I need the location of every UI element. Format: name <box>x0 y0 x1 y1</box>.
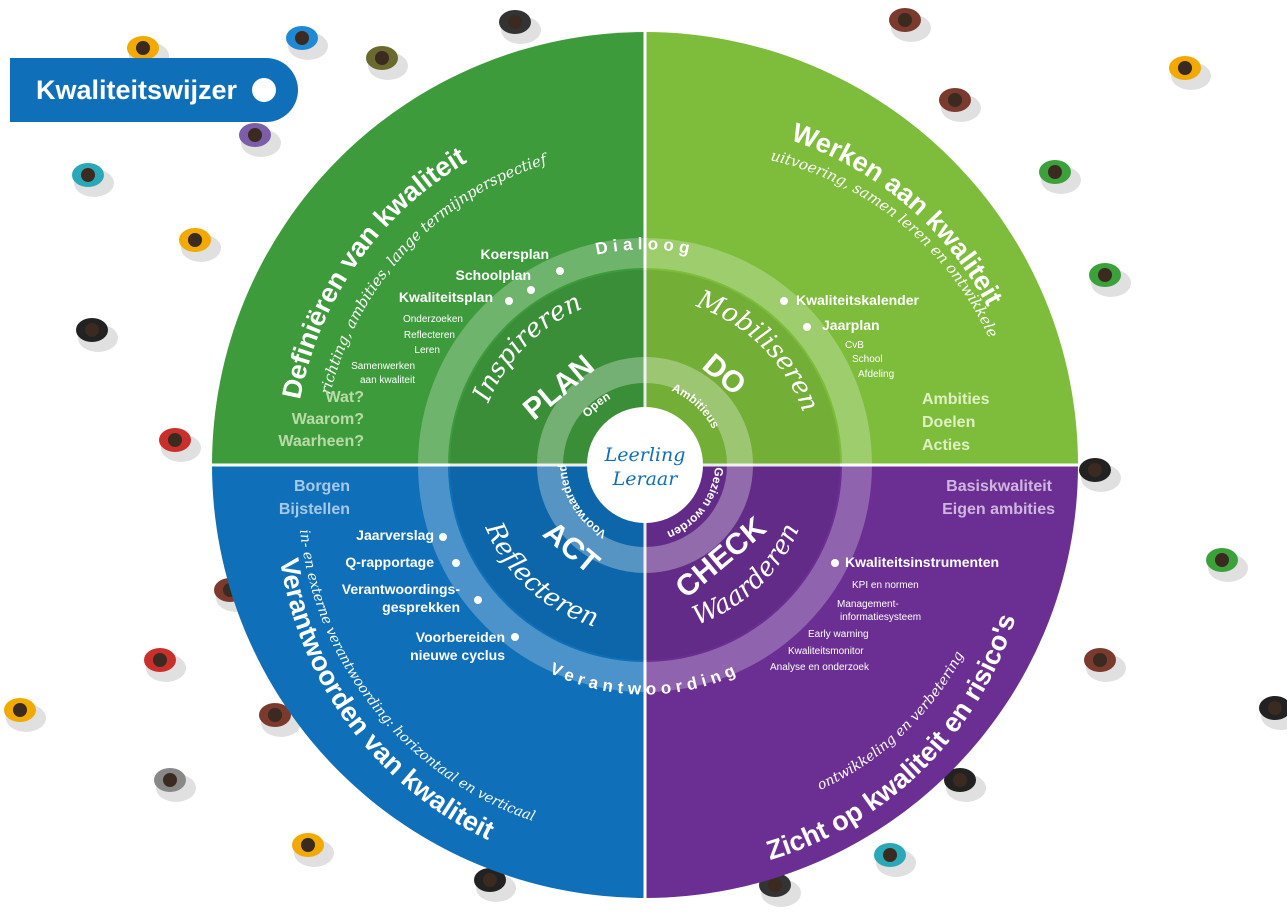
center-circle <box>587 407 703 523</box>
act-items: Jaarverslag Q-rapportage Verantwoordings… <box>342 527 519 663</box>
bullet-dot <box>831 559 839 567</box>
plan-subitem: aan kwaliteit <box>360 375 415 386</box>
act-labels: Borgen Bijstellen <box>279 478 350 518</box>
do-item: Kwaliteitskalender <box>796 292 919 308</box>
act-label: Bijstellen <box>279 501 350 518</box>
plan-subitem: Leren <box>414 345 440 356</box>
do-items: Kwaliteitskalender Jaarplan CvB School A… <box>780 292 919 380</box>
plan-item: Kwaliteitsplan <box>399 289 493 305</box>
wheel-quadrants <box>212 32 1078 898</box>
person-top-view <box>144 648 186 682</box>
do-goal: Doelen <box>922 414 975 431</box>
person-top-view <box>1206 548 1248 582</box>
check-items: Kwaliteitsinstrumenten KPI en normen Man… <box>770 554 999 673</box>
check-labels: Basiskwaliteit Eigen ambities <box>942 478 1055 518</box>
kwaliteitswijzer-badge: Kwaliteitswijzer <box>10 58 298 122</box>
center-leerling: Leerling <box>604 444 686 466</box>
person-top-view <box>889 8 931 42</box>
bullet-dot <box>505 297 513 305</box>
person-top-view <box>1084 648 1126 682</box>
person-top-view <box>72 163 114 197</box>
badge-label: Kwaliteitswijzer <box>36 74 238 105</box>
values-ring <box>537 357 753 573</box>
act-item: nieuwe cyclus <box>410 647 505 663</box>
plan-subitems: Onderzoeken Reflecteren Leren Samenwerke… <box>351 314 463 386</box>
do-goal: Acties <box>922 437 970 454</box>
person-top-view <box>76 318 118 352</box>
do-subitem: CvB <box>845 340 864 351</box>
dialog-ring <box>418 238 872 692</box>
person-top-view <box>4 698 46 732</box>
check-label: Basiskwaliteit <box>946 478 1053 495</box>
check-subitem: KPI en normen <box>852 580 919 591</box>
plan-subitem: Reflecteren <box>404 330 455 341</box>
plan-question: Waarom? <box>292 411 364 428</box>
person-top-view <box>259 703 301 737</box>
check-label: Eigen ambities <box>942 501 1055 518</box>
person-top-view <box>474 868 516 902</box>
check-subitem: Management- <box>837 599 899 610</box>
act-label: Borgen <box>294 478 350 495</box>
person-top-view <box>292 833 334 867</box>
person-top-view <box>1089 263 1131 297</box>
plan-subitem: Onderzoeken <box>403 314 463 325</box>
check-subitem: Kwaliteitsmonitor <box>788 646 864 657</box>
act-item: gesprekken <box>382 599 460 615</box>
people-decoration <box>4 8 1287 907</box>
act-item: Verantwoordings- <box>342 581 461 597</box>
act-item: Jaarverslag <box>356 527 434 543</box>
do-subitem: School <box>852 354 883 365</box>
check-item: Kwaliteitsinstrumenten <box>845 554 999 570</box>
bullet-dot <box>511 633 519 641</box>
check-subitem: Early warning <box>808 629 869 640</box>
plan-subitem: Samenwerken <box>351 361 415 372</box>
person-top-view <box>939 88 981 122</box>
person-top-view <box>1169 56 1211 90</box>
person-top-view <box>1079 458 1121 492</box>
bullet-dot <box>452 559 460 567</box>
plan-questions: Wat? Waarom? Waarheen? <box>278 389 364 450</box>
bullet-dot <box>780 297 788 305</box>
center-leraar: Leraar <box>612 468 680 490</box>
person-top-view <box>366 46 408 80</box>
plan-items: Koersplan Schoolplan Kwaliteitsplan <box>399 246 564 305</box>
plan-question: Wat? <box>325 389 364 406</box>
person-top-view <box>239 123 281 157</box>
person-top-view <box>286 26 328 60</box>
do-subitem: Afdeling <box>858 369 894 380</box>
do-goals: Ambities Doelen Acties <box>922 391 990 454</box>
person-top-view <box>874 843 916 877</box>
plan-item: Schoolplan <box>456 267 531 283</box>
person-top-view <box>944 768 986 802</box>
act-item: Q-rapportage <box>345 554 434 570</box>
do-item: Jaarplan <box>822 317 880 333</box>
bullet-dot <box>527 286 535 294</box>
person-top-view <box>159 428 201 462</box>
person-top-view <box>499 10 541 44</box>
act-item: Voorbereiden <box>416 629 505 645</box>
badge-dot <box>252 78 276 102</box>
bullet-dot <box>803 323 811 331</box>
person-top-view <box>1259 696 1287 730</box>
check-subitem: informatiesysteem <box>840 612 921 623</box>
bullet-dot <box>474 596 482 604</box>
check-subitem: Analyse en onderzoek <box>770 662 870 673</box>
bullet-dot <box>556 267 564 275</box>
person-top-view <box>759 873 801 907</box>
bullet-dot <box>439 533 447 541</box>
do-goal: Ambities <box>922 391 990 408</box>
plan-question: Waarheen? <box>278 433 364 450</box>
person-top-view <box>179 228 221 262</box>
person-top-view <box>1039 160 1081 194</box>
plan-item: Koersplan <box>481 246 549 262</box>
person-top-view <box>154 768 196 802</box>
